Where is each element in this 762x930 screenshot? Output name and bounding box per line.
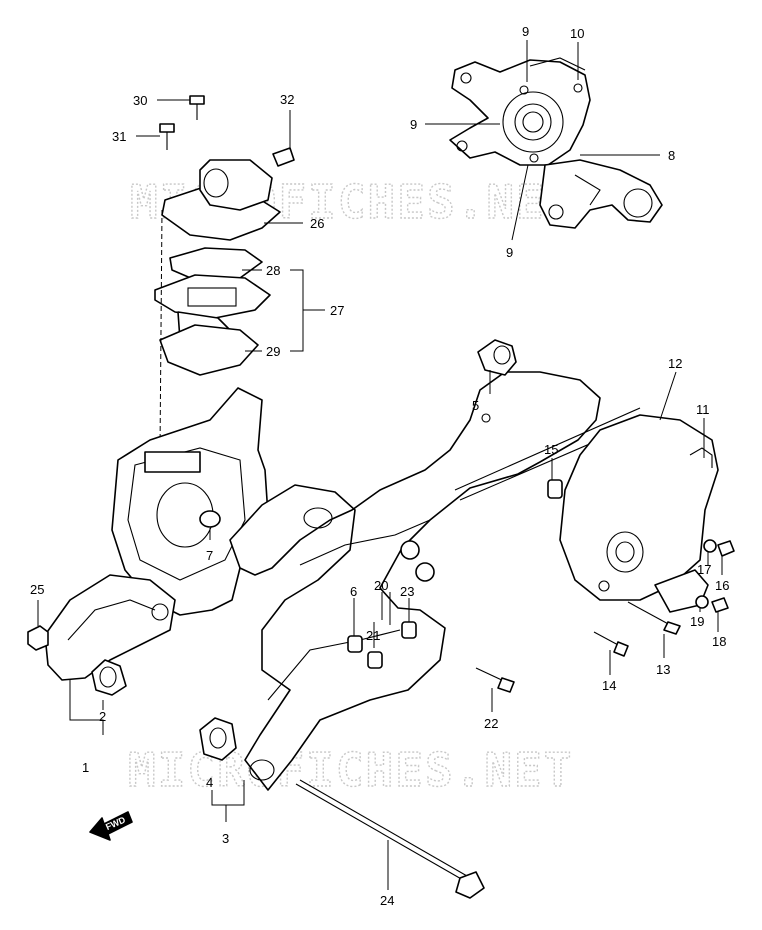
callout-14: 14 bbox=[602, 678, 616, 693]
callout-31: 31 bbox=[112, 129, 126, 144]
callout-21: 21 bbox=[366, 628, 380, 643]
callout-2: 2 bbox=[99, 709, 106, 724]
rear-brake-bracket bbox=[449, 57, 663, 229]
callout-17: 17 bbox=[697, 562, 711, 577]
callout-8: 8 bbox=[668, 148, 675, 163]
callout-7: 7 bbox=[206, 548, 213, 563]
forward-direction-arrow: FWD bbox=[89, 811, 133, 841]
callout-9-bottom: 9 bbox=[506, 245, 513, 260]
leader-lines bbox=[37, 40, 723, 890]
callout-12: 12 bbox=[668, 356, 682, 371]
right-crankcase-cover bbox=[477, 339, 719, 613]
callout-11: 11 bbox=[696, 402, 710, 417]
callout-5: 5 bbox=[472, 398, 479, 413]
callout-3: 3 bbox=[222, 831, 229, 846]
callout-numbers: 1 2 3 4 5 6 7 8 9 9 9 10 11 12 13 14 15 … bbox=[30, 24, 729, 908]
center-crankcase bbox=[229, 371, 646, 791]
callout-32: 32 bbox=[280, 92, 294, 107]
callout-9-left: 9 bbox=[410, 117, 417, 132]
callout-19: 19 bbox=[690, 614, 704, 629]
watermark-bottom: MICROFICHES.NET bbox=[128, 743, 573, 797]
callout-20: 20 bbox=[374, 578, 388, 593]
left-crankcase bbox=[27, 387, 269, 696]
callout-10: 10 bbox=[570, 26, 584, 41]
callout-18: 18 bbox=[712, 634, 726, 649]
callout-4: 4 bbox=[206, 775, 213, 790]
callout-16: 16 bbox=[715, 578, 729, 593]
callout-9-top: 9 bbox=[522, 24, 529, 39]
callout-30: 30 bbox=[133, 93, 147, 108]
fasteners bbox=[199, 539, 735, 899]
callout-23: 23 bbox=[400, 584, 414, 599]
callout-6: 6 bbox=[350, 584, 357, 599]
callout-29: 29 bbox=[266, 344, 280, 359]
callout-28: 28 bbox=[266, 263, 280, 278]
callout-15: 15 bbox=[544, 442, 558, 457]
callout-27: 27 bbox=[330, 303, 344, 318]
callout-1: 1 bbox=[82, 760, 89, 775]
callout-26: 26 bbox=[310, 216, 324, 231]
callout-13: 13 bbox=[656, 662, 670, 677]
callout-22: 22 bbox=[484, 716, 498, 731]
intake-manifold-assembly bbox=[154, 95, 295, 451]
callout-24: 24 bbox=[380, 893, 394, 908]
callout-25: 25 bbox=[30, 582, 44, 597]
